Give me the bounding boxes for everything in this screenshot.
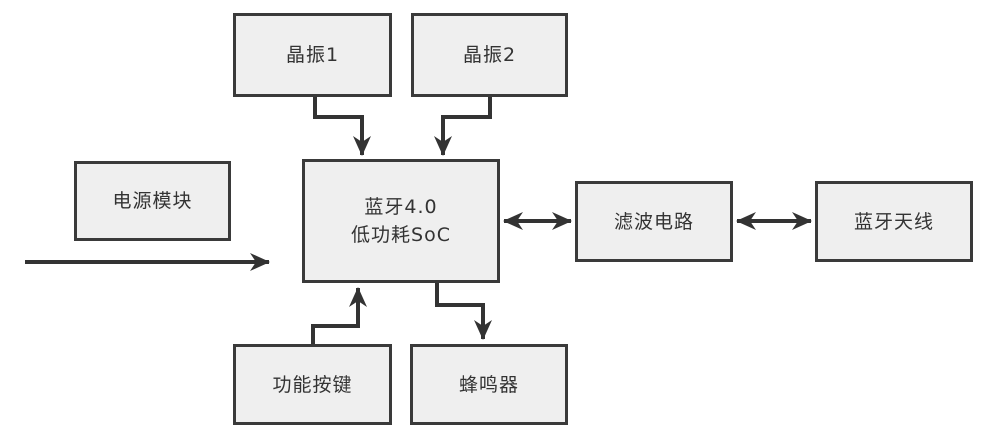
block-function-buttons-label: 功能按键 xyxy=(272,373,353,396)
block-crystal-1-label: 晶振1 xyxy=(285,44,340,66)
block-bluetooth-antenna: 蓝牙天线 xyxy=(815,181,973,262)
block-bluetooth-antenna-label: 蓝牙天线 xyxy=(853,210,934,233)
block-bluetooth-soc: 蓝牙4.0 低功耗SoC xyxy=(302,159,500,283)
arrow-crystal2-to-soc xyxy=(434,97,492,156)
block-function-buttons: 功能按键 xyxy=(233,344,392,425)
block-bluetooth-soc-label-line2: 低功耗SoC xyxy=(351,224,451,246)
block-buzzer: 蜂鸣器 xyxy=(410,344,568,425)
block-power-module-label: 电源模块 xyxy=(112,190,193,212)
block-crystal-2-label: 晶振2 xyxy=(462,44,517,66)
arrow-crystal1-to-soc xyxy=(313,97,371,156)
block-buzzer-label: 蜂鸣器 xyxy=(458,373,519,396)
block-crystal-2: 晶振2 xyxy=(411,13,568,97)
block-crystal-1: 晶振1 xyxy=(233,13,392,97)
arrow-soc-to-buzzer xyxy=(435,283,492,340)
block-power-module: 电源模块 xyxy=(74,161,231,241)
block-bluetooth-soc-label-line1: 蓝牙4.0 xyxy=(364,196,438,218)
arrow-buttons-to-soc xyxy=(311,287,367,344)
block-filter-circuit: 滤波电路 xyxy=(575,181,733,262)
block-filter-circuit-label: 滤波电路 xyxy=(613,210,694,233)
